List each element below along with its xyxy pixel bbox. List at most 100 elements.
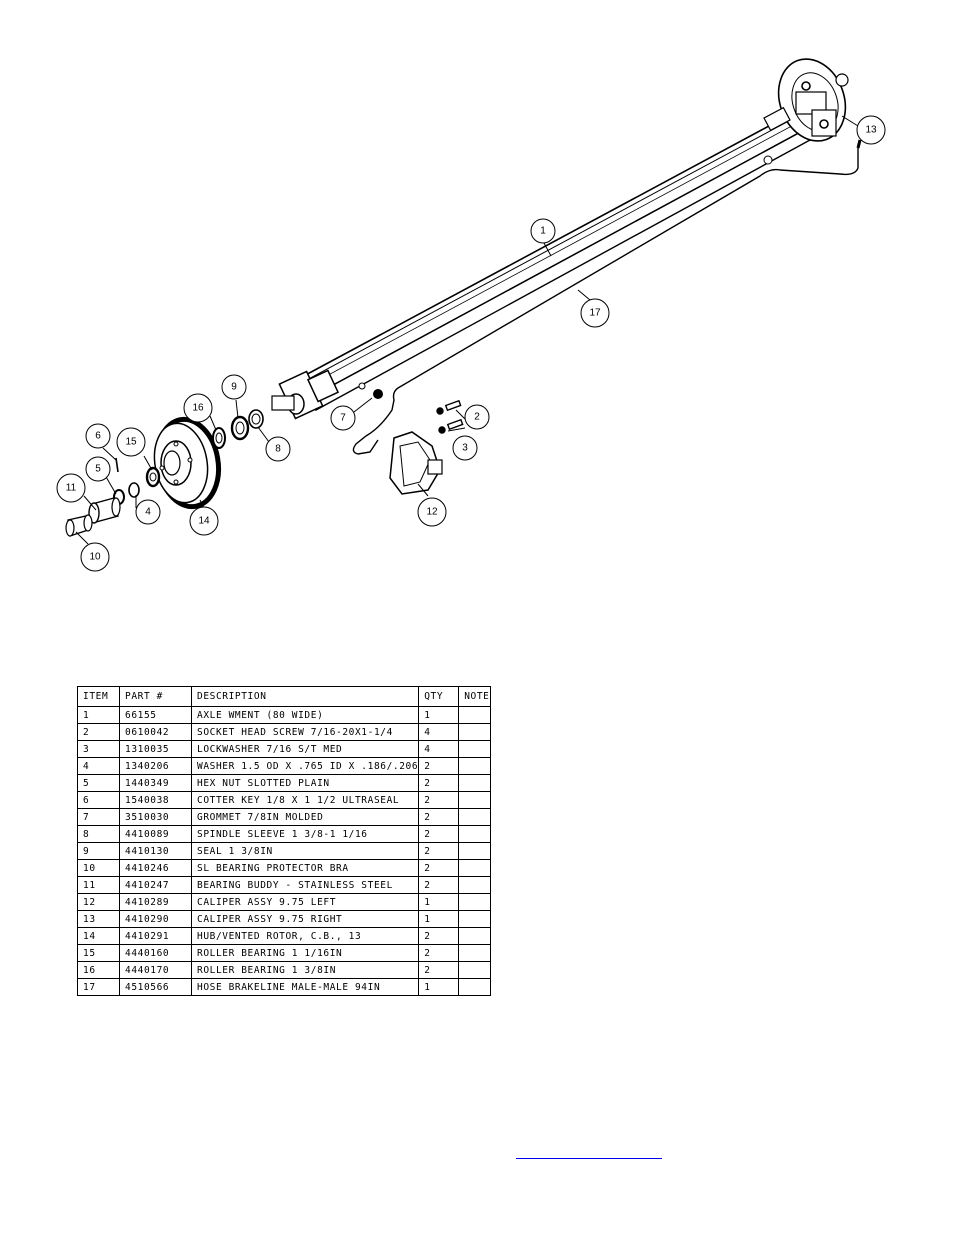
- cell-part: 4410089: [119, 825, 192, 843]
- callout-7: 7: [330, 405, 356, 431]
- cell-qty: 1: [418, 978, 460, 996]
- svg-text:3: 3: [462, 443, 468, 454]
- cell-item: 6: [77, 791, 120, 809]
- left-caliper: [389, 431, 443, 495]
- callout-leaders: [75, 115, 859, 545]
- cell-part: 4440170: [119, 961, 192, 979]
- callout-4: 4: [135, 499, 161, 525]
- cell-part: 66155: [119, 706, 192, 724]
- cell-qty: 2: [418, 944, 460, 962]
- cell-note: [458, 723, 492, 741]
- screws-lockwashers: [436, 399, 464, 434]
- cell-desc: HUB/VENTED ROTOR, C.B., 13: [190, 927, 420, 945]
- cell-desc: CALIPER ASSY 9.75 RIGHT: [190, 910, 420, 928]
- svg-text:14: 14: [198, 516, 210, 527]
- svg-text:15: 15: [125, 437, 137, 448]
- svg-text:9: 9: [231, 382, 237, 393]
- left-spindle-bracket: [271, 155, 773, 420]
- cell-qty: 2: [418, 757, 460, 775]
- outer-hardware: [65, 457, 161, 537]
- svg-text:2: 2: [474, 412, 480, 423]
- cell-note: [458, 757, 492, 775]
- cell-qty: 2: [418, 774, 460, 792]
- callout-3: 3: [452, 435, 478, 461]
- cell-note: [458, 859, 492, 877]
- cell-desc: COTTER KEY 1/8 X 1 1/2 ULTRASEAL: [190, 791, 420, 809]
- cell-desc: ROLLER BEARING 1 1/16IN: [190, 944, 420, 962]
- svg-text:1: 1: [540, 226, 546, 237]
- cell-part: 4510566: [119, 978, 192, 996]
- bearings-seal-sleeve: [212, 409, 264, 449]
- cell-note: [458, 791, 492, 809]
- svg-text:11: 11: [66, 483, 77, 494]
- cell-qty: 1: [418, 910, 460, 928]
- cell-desc: LOCKWASHER 7/16 S/T MED: [190, 740, 420, 758]
- cell-item: 17: [77, 978, 120, 996]
- cell-desc: BEARING BUDDY - STAINLESS STEEL: [190, 876, 420, 894]
- cell-qty: 2: [418, 961, 460, 979]
- cell-desc: CALIPER ASSY 9.75 LEFT: [190, 893, 420, 911]
- svg-text:10: 10: [89, 552, 101, 563]
- cell-desc: ROLLER BEARING 1 3/8IN: [190, 961, 420, 979]
- callout-9: 9: [221, 374, 247, 400]
- cell-note: [458, 944, 492, 962]
- cell-part: 0610042: [119, 723, 192, 741]
- cell-note: [458, 740, 492, 758]
- cell-qty: 4: [418, 723, 460, 741]
- hyperlink-underline[interactable]: [516, 1158, 662, 1159]
- cell-note: [458, 927, 492, 945]
- callout-1: 1: [530, 218, 556, 244]
- cell-item: 12: [77, 893, 120, 911]
- cell-part: 1310035: [119, 740, 192, 758]
- svg-text:13: 13: [865, 125, 877, 136]
- cell-note: [458, 876, 492, 894]
- cell-part: 4410290: [119, 910, 192, 928]
- callout-15: 15: [116, 427, 146, 457]
- cell-item: 3: [77, 740, 120, 758]
- cell-desc: SL BEARING PROTECTOR BRA: [190, 859, 420, 877]
- cell-part: 4440160: [119, 944, 192, 962]
- cell-qty: 2: [418, 791, 460, 809]
- cell-part: 1540038: [119, 791, 192, 809]
- cell-note: [458, 706, 492, 724]
- svg-text:5: 5: [95, 464, 101, 475]
- cell-note: [458, 978, 492, 996]
- callout-17: 17: [580, 298, 610, 328]
- cell-desc: HEX NUT SLOTTED PLAIN: [190, 774, 420, 792]
- cell-qty: 4: [418, 740, 460, 758]
- callout-14: 14: [189, 506, 219, 536]
- svg-text:16: 16: [192, 403, 204, 414]
- hub-rotor: [153, 416, 222, 510]
- cell-item: 4: [77, 757, 120, 775]
- callout-16: 16: [183, 393, 213, 423]
- cell-part: 1440349: [119, 774, 192, 792]
- cell-note: [458, 825, 492, 843]
- cell-qty: 1: [418, 706, 460, 724]
- cell-desc: SPINDLE SLEEVE 1 3/8-1 1/16: [190, 825, 420, 843]
- brake-line-hose: [352, 148, 859, 455]
- axle-exploded-diagram: 1 2 3 4 5 6 7 8 9 10 11 12 13 14 15 16 1…: [56, 58, 886, 572]
- cell-qty: 2: [418, 927, 460, 945]
- svg-text:8: 8: [275, 444, 281, 455]
- header-item: ITEM: [77, 686, 120, 707]
- cell-note: [458, 893, 492, 911]
- cell-note: [458, 961, 492, 979]
- cell-item: 13: [77, 910, 120, 928]
- cell-qty: 2: [418, 808, 460, 826]
